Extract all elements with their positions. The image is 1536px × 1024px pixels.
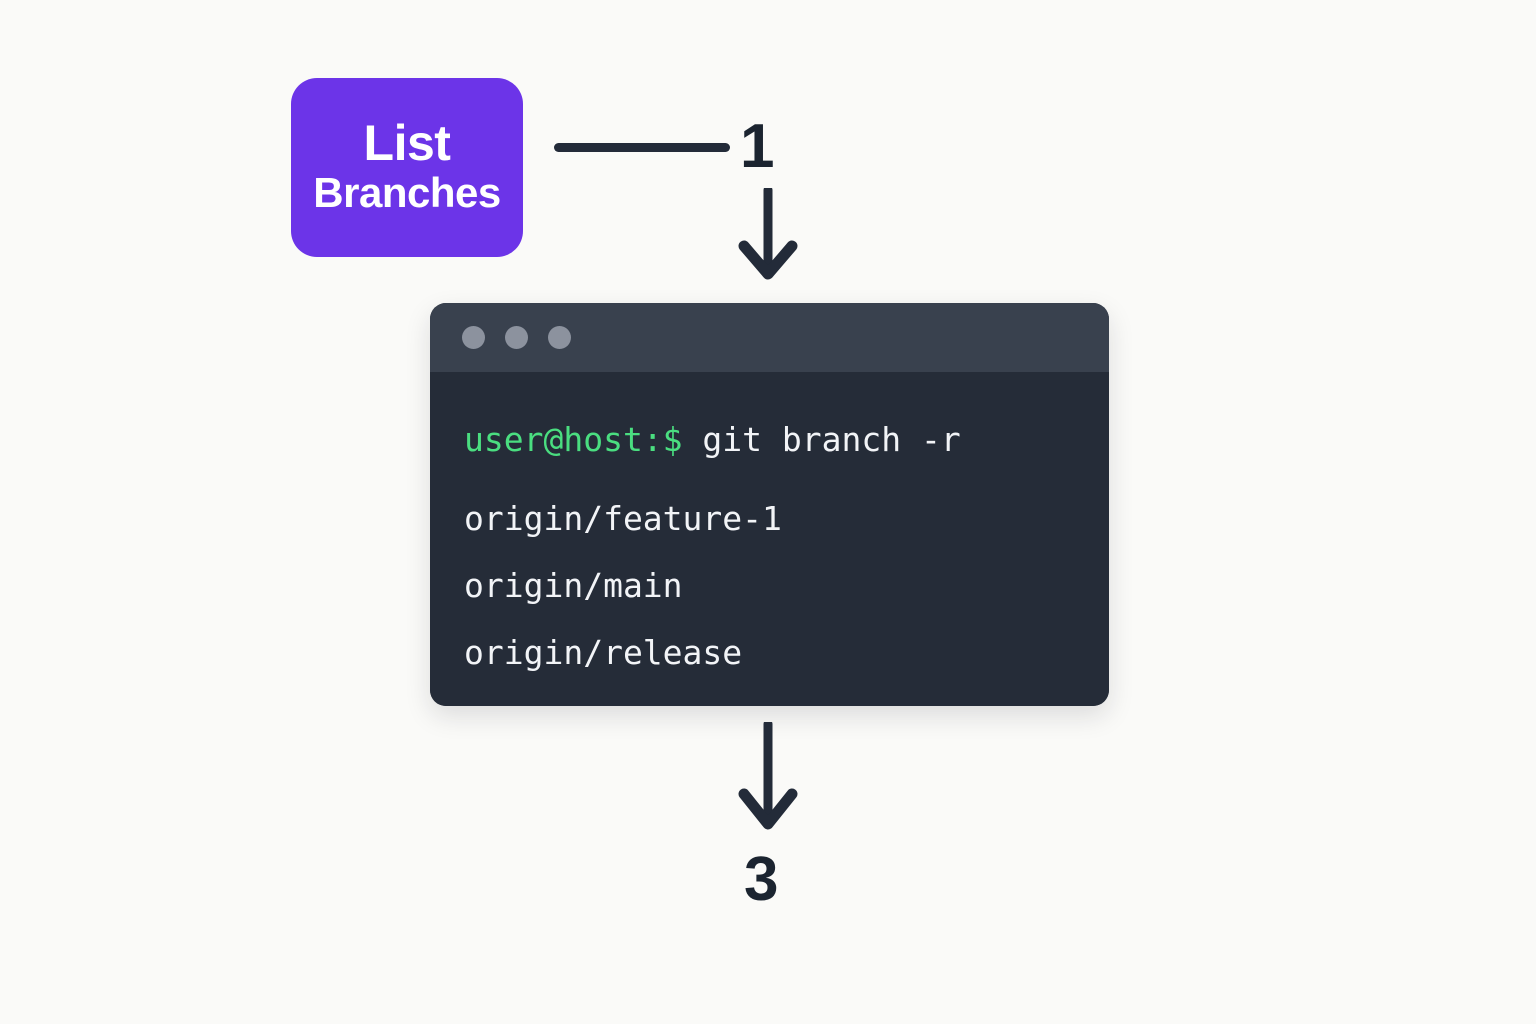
step-number-3: 3 <box>744 845 778 914</box>
step-number-1: 1 <box>740 112 774 181</box>
traffic-light-dot-minimize-icon[interactable] <box>505 326 528 349</box>
connector-line-badge-to-step-1 <box>554 143 730 152</box>
terminal-output-line: origin/release <box>464 633 743 672</box>
terminal-prompt: user@host:$ <box>464 420 683 459</box>
terminal-body[interactable]: user@host:$ git branch -r origin/feature… <box>430 372 1109 706</box>
traffic-light-dot-maximize-icon[interactable] <box>548 326 571 349</box>
arrow-down-icon-bottom <box>738 722 798 830</box>
terminal-output-line: origin/feature-1 <box>464 499 782 538</box>
step-badge-line-2: Branches <box>313 169 501 217</box>
terminal-command-line: user@host:$ git branch -r <box>464 406 1109 473</box>
terminal-command-text: git branch -r <box>682 420 961 459</box>
traffic-light-dot-close-icon[interactable] <box>462 326 485 349</box>
arrow-down-icon-top <box>738 188 798 280</box>
step-badge-line-1: List <box>363 115 451 172</box>
step-badge-list-branches[interactable]: List Branches <box>291 78 523 257</box>
terminal-output-line: origin/main <box>464 566 683 605</box>
terminal-window[interactable]: user@host:$ git branch -r origin/feature… <box>430 303 1109 706</box>
terminal-titlebar[interactable] <box>430 303 1109 372</box>
